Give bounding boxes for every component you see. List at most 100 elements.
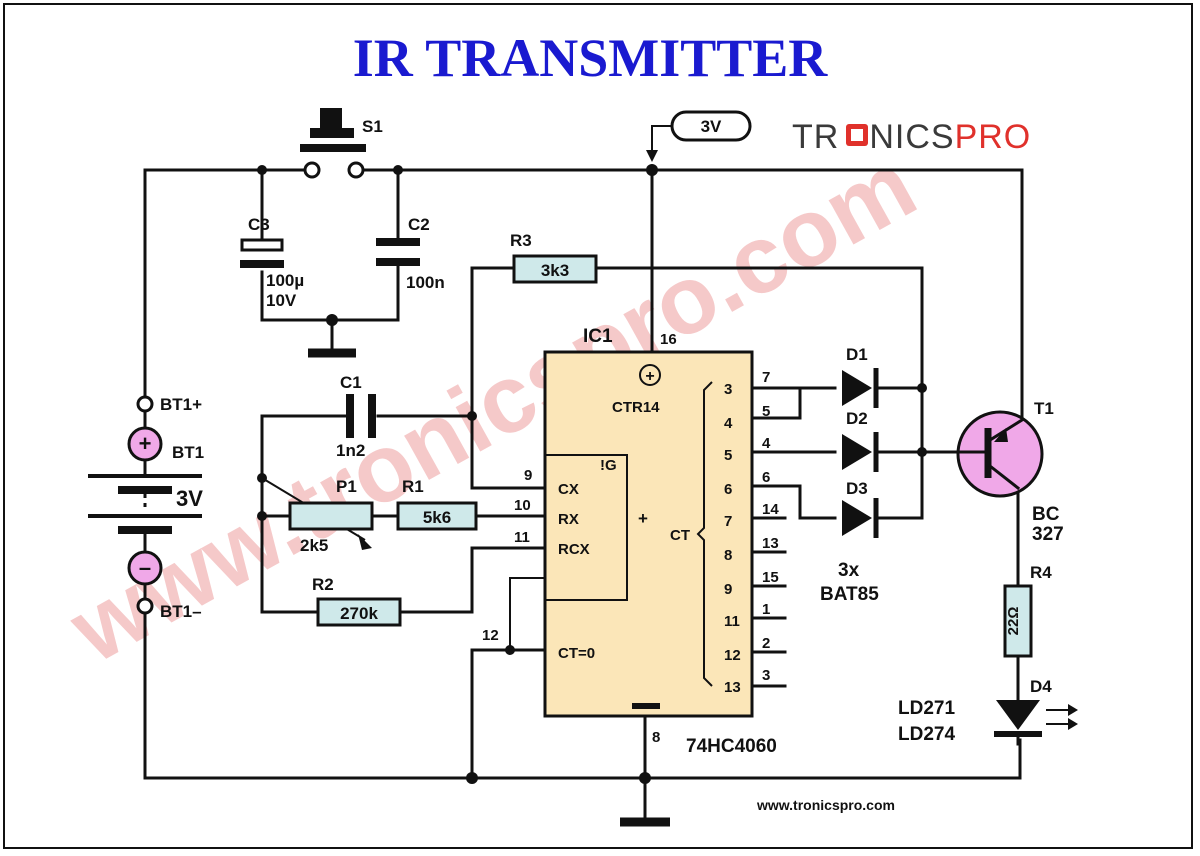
svg-text:D4: D4: [1030, 677, 1052, 696]
svg-text:10: 10: [514, 497, 531, 514]
ic-output-q-label: 7: [724, 513, 732, 530]
ic-output-q-label: 6: [724, 481, 732, 498]
svg-text:D2: D2: [846, 409, 868, 428]
svg-text:D1: D1: [846, 345, 868, 364]
svg-text:3x: 3x: [838, 560, 860, 581]
svg-text:+: +: [139, 431, 152, 456]
ic-output-pin-number: 13: [762, 535, 779, 552]
svg-text:BT1: BT1: [172, 443, 204, 462]
ic-output-q-label: 4: [724, 415, 733, 432]
svg-text:2k5: 2k5: [300, 536, 328, 555]
svg-text:LD274: LD274: [898, 724, 955, 745]
svg-text:+: +: [638, 509, 648, 528]
ic-output-pin-number: 5: [762, 403, 770, 420]
svg-text:16: 16: [660, 331, 677, 348]
svg-text:IC1: IC1: [583, 326, 613, 347]
ic-output-pin-number: 3: [762, 667, 770, 684]
svg-text:BT1–: BT1–: [160, 602, 202, 621]
svg-text:!G: !G: [600, 457, 617, 474]
ic-output-pin-number: 6: [762, 469, 770, 486]
svg-text:327: 327: [1032, 524, 1064, 545]
svg-text:LD271: LD271: [898, 698, 955, 719]
svg-text:3V: 3V: [701, 117, 722, 136]
potentiometer-p1: P1 2k5: [288, 477, 374, 555]
svg-text:C3: C3: [248, 215, 270, 234]
svg-text:100µ: 100µ: [266, 271, 304, 290]
resistor-r2: 270k R2: [312, 575, 402, 627]
capacitor-c3: C3 100µ 10V: [240, 215, 304, 310]
unused-output-stubs: [750, 516, 787, 688]
svg-text:D3: D3: [846, 479, 868, 498]
capacitor-c1: C1 1n2: [336, 373, 376, 460]
ic-output-q-label: 12: [724, 647, 741, 664]
svg-text:R1: R1: [402, 477, 424, 496]
svg-text:R3: R3: [510, 231, 532, 250]
svg-text:10V: 10V: [266, 291, 297, 310]
svg-text:11: 11: [514, 529, 530, 546]
ic-output-pin-number: 15: [762, 569, 779, 586]
svg-text:BAT85: BAT85: [820, 584, 879, 605]
svg-text:C1: C1: [340, 373, 362, 392]
ic-output-q-label: 11: [724, 613, 740, 630]
resistor-r4: 22Ω R4: [1003, 563, 1052, 658]
svg-text:T1: T1: [1034, 399, 1054, 418]
ic-output-pin-number: 14: [762, 501, 779, 518]
brand-logo-tr: TR: [792, 118, 839, 156]
svg-text:+: +: [645, 368, 654, 385]
capacitor-c2: C2 100n: [376, 215, 445, 292]
brand-logo: TR NICSPRO: [792, 118, 1031, 156]
led-d4: D4 LD271 LD274: [898, 677, 1078, 746]
svg-text:100n: 100n: [406, 273, 445, 292]
ic-output-q-label: 13: [724, 679, 741, 696]
svg-text:R4: R4: [1030, 563, 1052, 582]
supply-tag-3v: 3V: [670, 110, 752, 142]
switch-s1: S1: [300, 108, 383, 179]
svg-text:CT=0: CT=0: [558, 645, 595, 662]
svg-text:22Ω: 22Ω: [1005, 607, 1022, 636]
svg-text:BT1+: BT1+: [160, 395, 202, 414]
svg-text:3k3: 3k3: [541, 261, 569, 280]
ic-output-pin-number: 1: [762, 601, 770, 618]
ic-output-q-label: 8: [724, 547, 732, 564]
svg-text:C2: C2: [408, 215, 430, 234]
svg-text:270k: 270k: [340, 604, 378, 623]
brand-logo-pro: PRO: [955, 118, 1032, 156]
page-title: IR TRANSMITTER: [353, 28, 829, 88]
diode-d3: D3: [842, 479, 879, 538]
svg-text:5k6: 5k6: [423, 508, 451, 527]
image-border: [3, 3, 1193, 849]
battery-bt1: + – BT1+ BT1 3V BT1–: [88, 395, 204, 621]
svg-text:8: 8: [652, 729, 660, 746]
ic1-74hc4060: + IC1 16 8 74HC4060 CTR14 !G CT + CT=0 C…: [482, 326, 779, 757]
svg-text:CTR14: CTR14: [612, 399, 660, 416]
svg-text:3V: 3V: [176, 486, 203, 511]
diode-d1: D1: [842, 345, 879, 408]
svg-text:12: 12: [482, 627, 499, 644]
svg-text:S1: S1: [362, 117, 383, 136]
svg-text:RX: RX: [558, 511, 579, 528]
svg-text:RCX: RCX: [558, 541, 590, 558]
footer-url: www.tronicspro.com: [756, 797, 895, 813]
diodes-bat85: D1 D2 D3 3x BAT85: [820, 345, 879, 605]
svg-text:1n2: 1n2: [336, 441, 365, 460]
svg-text:74HC4060: 74HC4060: [686, 736, 777, 757]
transistor-t1: T1 BC 327: [950, 399, 1064, 545]
resistor-r1: 5k6 R1: [396, 477, 478, 531]
diode-d2: D2: [842, 409, 879, 472]
svg-text:–: –: [139, 555, 151, 580]
resistor-r3: 3k3 R3: [510, 231, 598, 284]
svg-text:P1: P1: [336, 477, 357, 496]
brand-logo-nics: NICS: [869, 118, 954, 156]
ic-output-q-label: 5: [724, 447, 732, 464]
ic-output-pin-number: 4: [762, 435, 771, 452]
svg-text:CT: CT: [670, 527, 690, 544]
svg-text:CX: CX: [558, 481, 579, 498]
svg-text:BC: BC: [1032, 504, 1060, 525]
ic-output-q-label: 9: [724, 581, 732, 598]
ic-output-pin-number: 2: [762, 635, 770, 652]
junction-dots: [257, 164, 927, 784]
